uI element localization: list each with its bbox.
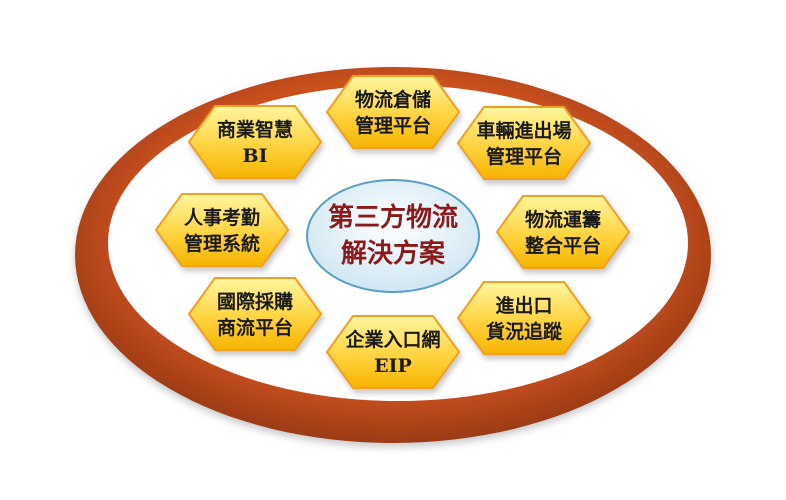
node-label-line-1: 物流運籌 bbox=[525, 208, 601, 231]
hexagon-shape bbox=[154, 193, 290, 267]
center-label-line-1: 第三方物流 bbox=[328, 202, 458, 233]
node-label-line-1: 物流倉儲 bbox=[355, 88, 431, 111]
node-label-line-2: EIP bbox=[374, 355, 412, 377]
node-label-line-1: 進出口 bbox=[495, 294, 552, 317]
center-ellipse bbox=[306, 179, 480, 293]
node-enterprise-portal: 企業入口網 EIP bbox=[325, 315, 461, 389]
hexagon-shape bbox=[495, 195, 631, 269]
center-node: 第三方物流 解決方案 bbox=[306, 179, 480, 293]
node-import-export-tracking: 進出口 貨況追蹤 bbox=[456, 281, 592, 355]
node-hr-attendance: 人事考勤 管理系統 bbox=[154, 193, 290, 267]
hexagon-shape bbox=[187, 105, 323, 179]
hexagon-shape bbox=[456, 281, 592, 355]
node-logistics-dispatch: 物流運籌 整合平台 bbox=[495, 195, 631, 269]
node-label-line-2: 管理平台 bbox=[355, 114, 431, 137]
node-business-intelligence: 商業智慧 BI bbox=[187, 105, 323, 179]
node-label-line-2: 整合平台 bbox=[525, 234, 601, 257]
hexagon-shape bbox=[325, 75, 461, 149]
node-vehicle-yard: 車輛進出場 管理平台 bbox=[456, 106, 592, 180]
center-label-line-2: 解決方案 bbox=[341, 238, 446, 269]
node-label-line-1: 商業智慧 bbox=[217, 118, 293, 141]
node-label-line-1: 車輛進出場 bbox=[476, 119, 571, 142]
node-label-line-2: 管理系統 bbox=[184, 232, 260, 255]
node-label-line-2: 貨況追蹤 bbox=[486, 320, 563, 343]
node-label-line-2: 管理平台 bbox=[486, 145, 562, 168]
node-international-procurement: 國際採購 商流平台 bbox=[187, 277, 323, 351]
node-label-line-2: 商流平台 bbox=[217, 316, 293, 339]
node-label-line-2: BI bbox=[243, 145, 268, 167]
hexagon-shape bbox=[325, 315, 461, 389]
node-label-line-1: 人事考勤 bbox=[184, 206, 260, 229]
node-label-line-1: 企業入口網 bbox=[344, 328, 440, 351]
hexagon-nodes: 物流倉儲 管理平台 車輛進出場 管理平台 物流運籌 整合平台 進出口 貨況追蹤 bbox=[154, 75, 631, 389]
hexagon-shape bbox=[456, 106, 592, 180]
node-logistics-warehouse: 物流倉儲 管理平台 bbox=[325, 75, 461, 149]
node-label-line-1: 國際採購 bbox=[217, 290, 293, 313]
hexagon-shape bbox=[187, 277, 323, 351]
